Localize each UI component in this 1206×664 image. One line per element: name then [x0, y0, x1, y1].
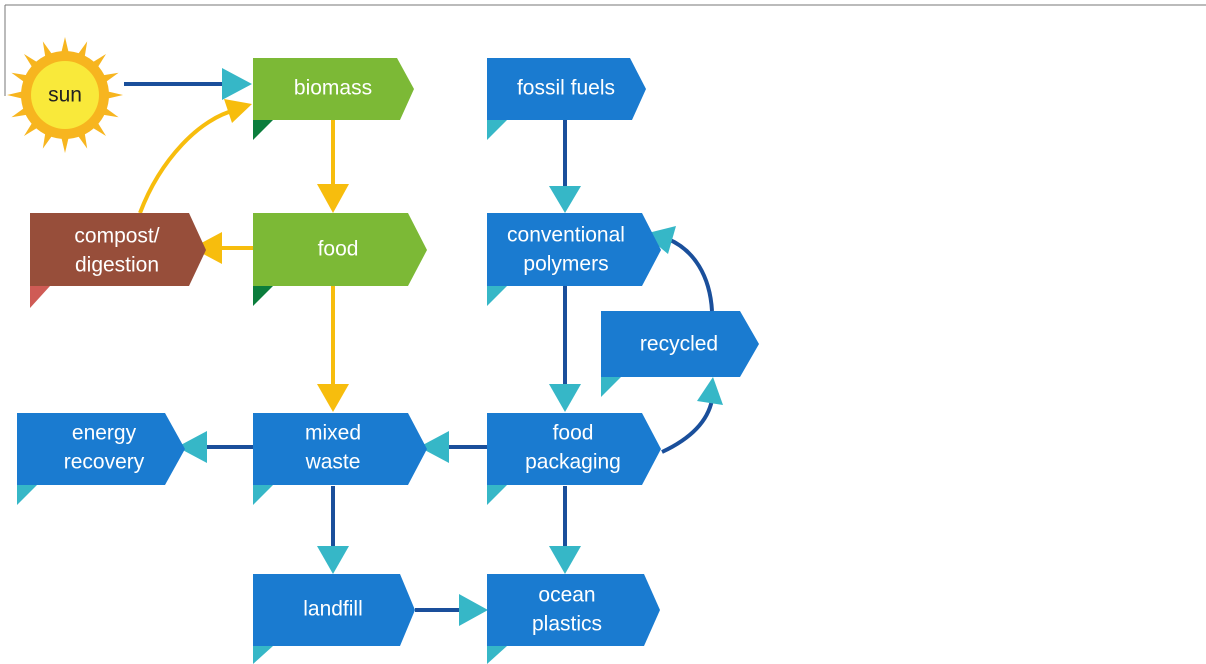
node-conventional-polymers: conventional polymers: [487, 213, 661, 306]
node-label-line2: plastics: [532, 613, 602, 636]
arrowhead: [317, 546, 349, 574]
node-label-line1: compost/: [74, 225, 159, 248]
sun-ray: [104, 90, 123, 100]
box-body: [487, 413, 661, 485]
node-food-packaging: food packaging: [487, 413, 661, 505]
node-mixed-waste: mixed waste: [253, 413, 427, 505]
box-body: [601, 311, 759, 377]
arrowhead: [222, 68, 252, 100]
box-body: [253, 213, 427, 286]
arrow-line: [138, 108, 237, 214]
arrow-polymers-to-packaging: [549, 286, 581, 412]
node-label-line2: recovery: [64, 451, 145, 474]
box-body: [253, 58, 414, 120]
arrow-mixed-waste-to-landfill: [317, 486, 349, 574]
node-label-line1: ocean: [538, 584, 595, 607]
node-label: recycled: [640, 333, 718, 356]
node-food: food: [253, 213, 427, 306]
box-body: [487, 574, 660, 646]
arrow-food-to-compost: [192, 232, 253, 264]
box-body: [30, 213, 206, 286]
node-energy-recovery: energy recovery: [17, 413, 185, 505]
node-recycled: recycled: [601, 311, 759, 397]
node-fossil-fuels: fossil fuels: [487, 58, 646, 140]
node-label-line2: waste: [305, 451, 361, 474]
arrow-landfill-to-ocean: [415, 594, 488, 626]
node-label: fossil fuels: [517, 77, 615, 100]
arrowhead: [459, 594, 488, 626]
node-label-line2: polymers: [523, 253, 608, 276]
node-label: landfill: [303, 598, 363, 621]
box-body: [487, 213, 661, 286]
arrowhead: [317, 384, 349, 412]
arrow-mixed-waste-to-energy: [177, 431, 253, 463]
arrow-packaging-to-ocean: [549, 486, 581, 574]
arrow-packaging-to-recycled: [661, 377, 723, 454]
sun-rays: [7, 37, 123, 153]
sun-ray: [60, 37, 70, 56]
arrow-line: [661, 399, 714, 454]
box-body: [17, 413, 185, 485]
arrowhead: [419, 431, 449, 463]
arrow-biomass-to-food: [317, 120, 349, 213]
arrowhead: [549, 186, 581, 213]
sun-label: sun: [48, 84, 82, 107]
box-body: [253, 574, 415, 646]
arrowhead: [192, 232, 222, 264]
arrow-packaging-to-mixed-waste: [419, 431, 487, 463]
node-label-line1: energy: [72, 422, 137, 445]
sun-ray: [7, 90, 26, 100]
box-body: [253, 413, 427, 485]
arrowhead: [549, 546, 581, 574]
sun-ray: [60, 134, 70, 153]
arrowhead: [224, 99, 252, 123]
node-landfill: landfill: [253, 574, 415, 664]
box-body: [487, 58, 646, 120]
arrow-food-to-mixed-waste: [317, 286, 349, 412]
arrowhead: [317, 184, 349, 213]
arrow-line: [667, 237, 714, 312]
node-ocean-plastics: ocean plastics: [487, 574, 660, 664]
node-label-line1: mixed: [305, 422, 361, 445]
node-label: food: [318, 238, 359, 261]
sun-face: [31, 61, 99, 129]
sun-icon: sun: [7, 37, 123, 153]
node-biomass: biomass: [253, 58, 414, 140]
arrowhead: [697, 377, 723, 405]
arrow-compost-to-biomass: [138, 99, 252, 214]
arrowhead: [549, 384, 581, 412]
node-label-line2: packaging: [525, 451, 621, 474]
arrowhead: [177, 431, 207, 463]
node-label-line1: conventional: [507, 224, 625, 247]
node-compost-digestion: compost/ digestion: [30, 213, 206, 308]
arrow-fossil-to-polymers: [549, 120, 581, 213]
node-label: biomass: [294, 77, 372, 100]
node-label-line2: digestion: [75, 254, 159, 277]
arrow-sun-to-biomass: [124, 68, 252, 100]
node-label-line1: food: [553, 422, 594, 445]
